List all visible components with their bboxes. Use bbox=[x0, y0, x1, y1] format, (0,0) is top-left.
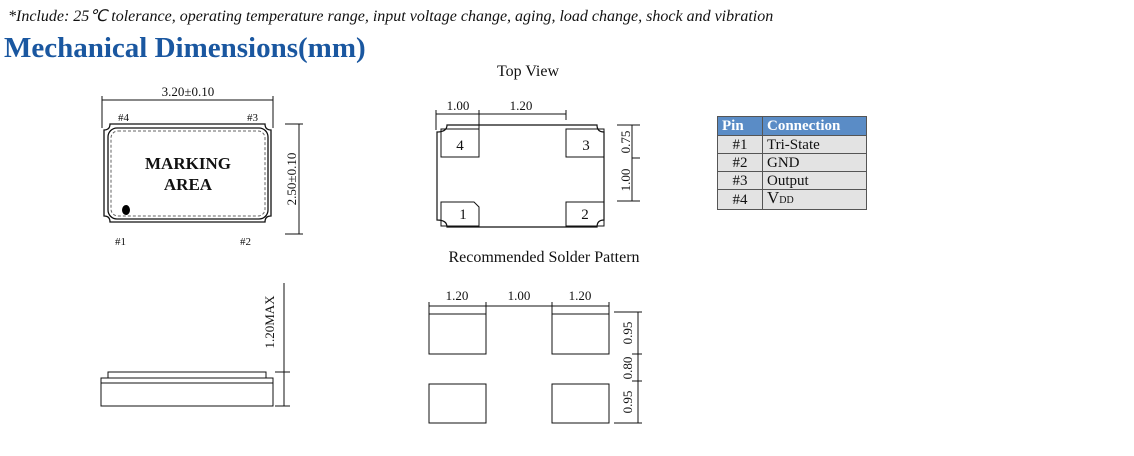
pin-cell: #4 bbox=[717, 189, 763, 210]
pin-cell: #1 bbox=[717, 135, 763, 154]
vdd-subscript: DD bbox=[779, 195, 794, 206]
section-title: Mechanical Dimensions(mm) bbox=[4, 32, 366, 64]
dimension-label: 1.00 bbox=[447, 98, 470, 113]
dimension-label: 1 bbox=[459, 207, 467, 223]
dimension-label: #3 bbox=[247, 112, 259, 124]
dimension-label: 0.95 bbox=[620, 391, 635, 414]
pin-cell: #3 bbox=[717, 171, 763, 190]
connection-cell: VDD bbox=[762, 188, 867, 210]
solder-pattern-drawing: Recommended Solder Pattern 1.20 1.00 1.2… bbox=[428, 249, 642, 424]
dimension-label: 3 bbox=[582, 138, 590, 154]
drawing-line bbox=[110, 130, 266, 217]
drawing-line bbox=[551, 313, 610, 355]
dimension-label: 1.20 bbox=[446, 288, 469, 303]
dimension-label: 1.00 bbox=[618, 169, 633, 192]
drawing-line bbox=[103, 123, 272, 223]
dimension-label: 1.20 bbox=[510, 98, 533, 113]
package-top-drawing: 3.20±0.10 MARKING AREA #4 #3 #1 #2 2.50±… bbox=[101, 84, 303, 248]
thickness-dim: 1.20MAX bbox=[262, 295, 277, 349]
drawing-line bbox=[551, 383, 610, 424]
table-header-row: Pin Connection bbox=[717, 116, 867, 136]
solder-pattern-title: Recommended Solder Pattern bbox=[448, 249, 639, 266]
dimension-label: #1 bbox=[115, 236, 126, 248]
dimension-label: 1.20 bbox=[569, 288, 592, 303]
connection-cell: GND bbox=[762, 153, 867, 172]
dimension-label: 2 bbox=[581, 207, 589, 223]
drawing-line bbox=[100, 377, 274, 407]
drawing-line bbox=[107, 371, 267, 379]
dimension-label: #4 bbox=[118, 112, 130, 124]
connection-cell: Tri-State bbox=[762, 135, 867, 154]
dimension-label: 0.80 bbox=[620, 357, 635, 380]
marking-line-1: MARKING bbox=[145, 154, 231, 173]
dimension-label: #2 bbox=[240, 236, 251, 248]
dimension-label: 0.75 bbox=[618, 131, 633, 154]
dimension-label: 0.95 bbox=[620, 322, 635, 345]
pin1-dot-icon bbox=[122, 205, 130, 215]
drawing-line bbox=[440, 201, 480, 227]
package-side-drawing: 1.20MAX bbox=[100, 283, 290, 407]
pin-cell: #2 bbox=[717, 153, 763, 172]
drawing-line bbox=[440, 128, 480, 158]
width-dim: 3.20±0.10 bbox=[162, 84, 215, 99]
top-view-title: Top View bbox=[497, 63, 560, 80]
top-view-drawing: Top View 1.00 1.20 4 3 1 2 0.75 1.00 bbox=[435, 63, 640, 228]
footnote: *Include: 25℃ tolerance, operating tempe… bbox=[8, 8, 774, 25]
header-connection: Connection bbox=[762, 116, 867, 136]
drawing-line bbox=[565, 128, 605, 158]
dimension-label: 4 bbox=[456, 138, 464, 154]
drawing-line bbox=[107, 127, 269, 220]
marking-line-2: AREA bbox=[164, 175, 213, 194]
vdd-main: V bbox=[767, 188, 780, 207]
header-pin: Pin bbox=[717, 116, 763, 136]
drawing-line bbox=[428, 383, 487, 424]
drawing-line bbox=[565, 201, 605, 227]
dimension-label: 1.00 bbox=[508, 288, 531, 303]
connection-cell: Output bbox=[762, 171, 867, 190]
drawing-line bbox=[428, 313, 487, 355]
height-dim: 2.50±0.10 bbox=[284, 153, 299, 206]
